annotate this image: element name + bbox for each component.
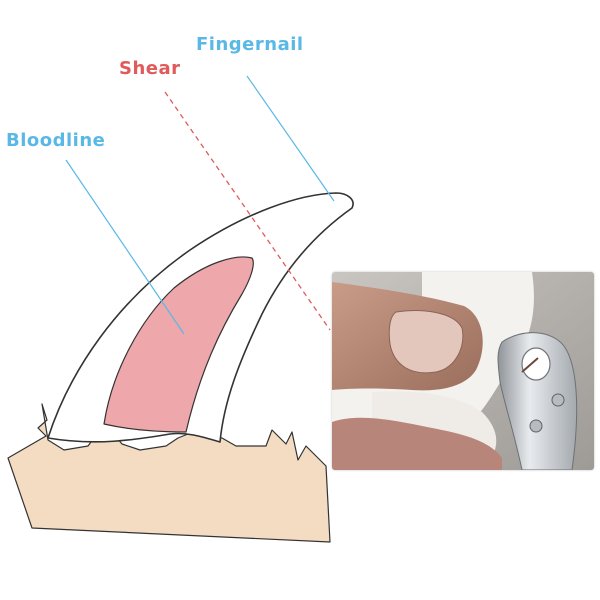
clipper-screw-bottom [529,419,543,433]
clipper-hole [521,347,551,381]
quick-bloodline [103,256,254,433]
finger-lower [332,417,502,470]
clipper-body [497,332,578,470]
label-fingernail: Fingernail [196,34,304,55]
clipper-screw-top [551,393,565,407]
label-shear: Shear [119,58,181,79]
bloodline-leader-line [65,159,185,335]
fingernail-leader-line [246,75,335,202]
shear-cut-line [164,91,331,331]
nail-clipping-photo [332,272,594,470]
label-bloodline: Bloodline [6,130,106,151]
thumbnail [388,310,464,374]
cat-claw-tip [521,357,539,373]
